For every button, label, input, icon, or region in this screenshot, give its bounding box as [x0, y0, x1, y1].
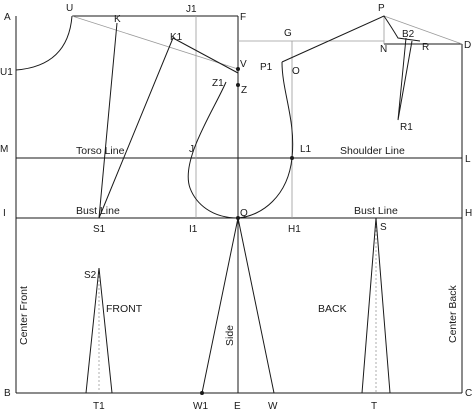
- point-label-s2: S2: [84, 270, 97, 281]
- point-dot-z: [236, 83, 240, 87]
- point-label-t1: T1: [93, 401, 105, 412]
- point-label-b2: B2: [402, 29, 415, 40]
- point-label-f: F: [240, 12, 246, 23]
- guide-lines: [71, 15, 463, 393]
- point-dot-q: [236, 216, 240, 220]
- point-label-h1: H1: [288, 224, 301, 235]
- side-label: Side: [224, 325, 236, 346]
- point-labels: A U K J1 F G P N B2 R D U1 K1 V Z1 Z P1 …: [0, 3, 472, 412]
- back-shoulder-dart: [397, 37, 413, 121]
- point-label-z: Z: [241, 85, 247, 96]
- point-label-e: E: [234, 401, 241, 412]
- torso-line-label: Torso Line: [76, 145, 125, 157]
- point-label-w: W: [268, 401, 278, 412]
- point-label-k1: K1: [170, 32, 183, 43]
- point-label-w1: W1: [193, 401, 208, 412]
- front-waist-dart: [85, 267, 113, 394]
- point-dot-v: [236, 67, 240, 71]
- shoulder-line-label: Shoulder Line: [340, 145, 405, 157]
- center-back-label: Center Back: [447, 284, 459, 343]
- point-label-u: U: [66, 3, 73, 14]
- guide-p-d: [383, 15, 463, 45]
- section-labels: Torso Line Shoulder Line Bust Line Bust …: [18, 145, 459, 346]
- point-label-c: C: [465, 388, 472, 399]
- guide-u-v: [71, 15, 239, 70]
- point-label-m: M: [0, 144, 8, 155]
- point-label-a: A: [4, 12, 11, 23]
- point-label-p: P: [378, 3, 385, 14]
- point-label-b: B: [4, 388, 11, 399]
- back-neck-shoulder: [281, 15, 421, 63]
- point-label-h: H: [465, 208, 472, 219]
- center-front-label: Center Front: [18, 286, 30, 345]
- back-waist-dart: [361, 217, 391, 394]
- point-dot-l1: [290, 156, 294, 160]
- bust-line-back-label: Bust Line: [354, 205, 398, 217]
- point-dot-w1: [200, 391, 204, 395]
- back-label: BACK: [318, 303, 347, 315]
- point-label-l: L: [465, 154, 471, 165]
- point-label-d: D: [464, 40, 471, 51]
- point-label-n: N: [380, 44, 387, 55]
- points: [200, 67, 294, 395]
- point-label-k: K: [114, 14, 121, 25]
- point-label-z1: Z1: [212, 78, 224, 89]
- point-label-p1: P1: [260, 62, 273, 73]
- front-neckline: [15, 15, 73, 71]
- front-shoulder-dart: [98, 22, 239, 219]
- point-label-r: R: [422, 42, 429, 53]
- point-label-o: O: [292, 66, 300, 77]
- point-label-t: T: [371, 401, 377, 412]
- point-label-i: I: [3, 208, 6, 219]
- point-label-l1: L1: [300, 144, 312, 155]
- point-label-i1: I1: [189, 224, 198, 235]
- point-label-g: G: [284, 28, 292, 39]
- point-label-u1: U1: [0, 67, 13, 78]
- front-label: FRONT: [106, 303, 143, 315]
- point-label-s: S: [380, 222, 387, 233]
- point-label-r1: R1: [400, 122, 413, 133]
- point-label-q: Q: [240, 208, 248, 219]
- point-label-v: V: [240, 59, 247, 70]
- point-label-s1: S1: [93, 224, 106, 235]
- point-label-j: J: [189, 144, 194, 155]
- point-label-j1: J1: [186, 4, 197, 15]
- bust-line-front-label: Bust Line: [76, 205, 120, 217]
